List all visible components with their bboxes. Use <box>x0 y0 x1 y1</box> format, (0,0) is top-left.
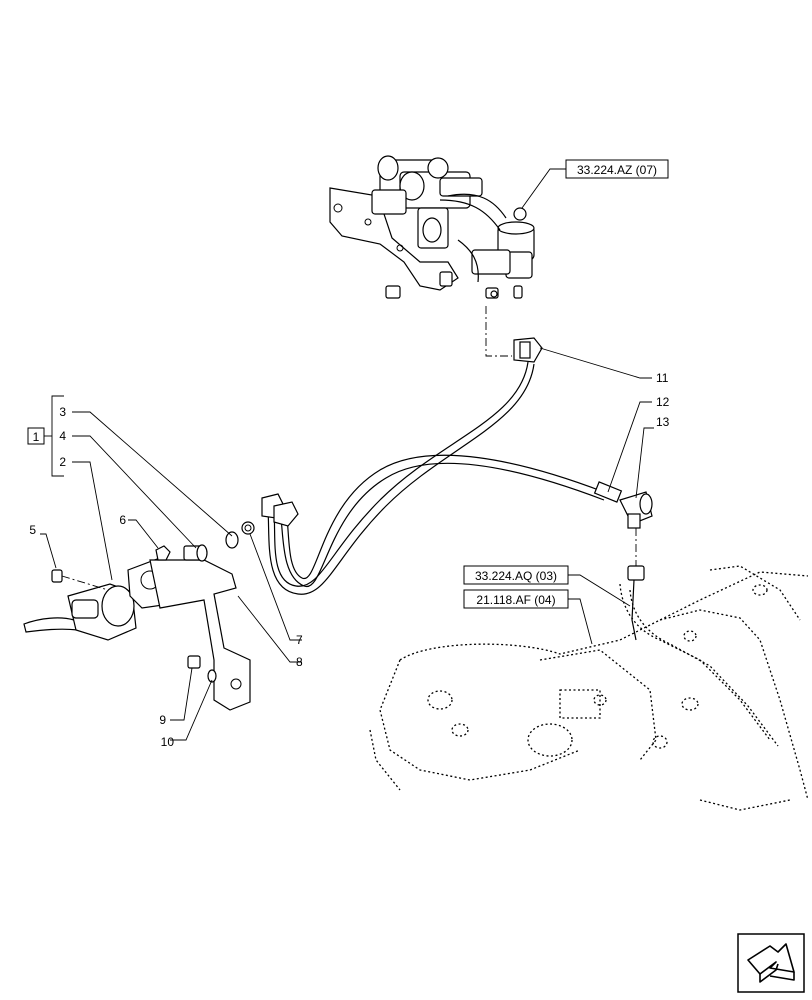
callout-2: 2 <box>59 455 66 469</box>
reference-33-224-az-07-label: 33.224.AZ (07) <box>577 163 657 177</box>
valve-assembly-top <box>329 155 535 299</box>
callout-4: 4 <box>59 429 66 443</box>
callout-3: 3 <box>59 405 66 419</box>
reference-33-224-az-07[interactable]: 33.224.AZ (07) <box>565 159 669 179</box>
reference-33-224-aq-03-leader <box>568 574 631 607</box>
reference-33-224-aq-03[interactable]: 33.224.AQ (03) <box>463 565 569 585</box>
next-page-arrow-icon[interactable] <box>737 933 805 993</box>
callout-leaders <box>40 347 654 741</box>
callout-5: 5 <box>29 523 36 537</box>
housing-fitting <box>627 565 645 641</box>
hose-lines <box>241 337 623 595</box>
reference-33-224-az-07-leader <box>521 168 566 209</box>
callout-10: 10 <box>161 735 175 749</box>
callout-8: 8 <box>296 655 303 669</box>
callout-9: 9 <box>159 713 166 727</box>
reference-33-224-aq-03-label: 33.224.AQ (03) <box>475 569 557 583</box>
brake-valve-assembly <box>23 531 251 711</box>
callout-7: 7 <box>296 633 303 647</box>
reference-21-118-af-04[interactable]: 21.118.AF (04) <box>463 589 569 609</box>
callout-11: 11 <box>656 371 669 385</box>
callout-12: 12 <box>656 395 670 409</box>
group-label-1: 1 <box>33 430 40 444</box>
reference-21-118-af-04-leader <box>568 598 593 645</box>
centerline-top <box>485 306 512 357</box>
reference-21-118-af-04-label: 21.118.AF (04) <box>476 593 555 607</box>
callout-13: 13 <box>656 415 670 429</box>
callout-6: 6 <box>119 513 126 527</box>
transmission-housing <box>369 565 809 811</box>
tee-fitting-13 <box>619 491 653 529</box>
